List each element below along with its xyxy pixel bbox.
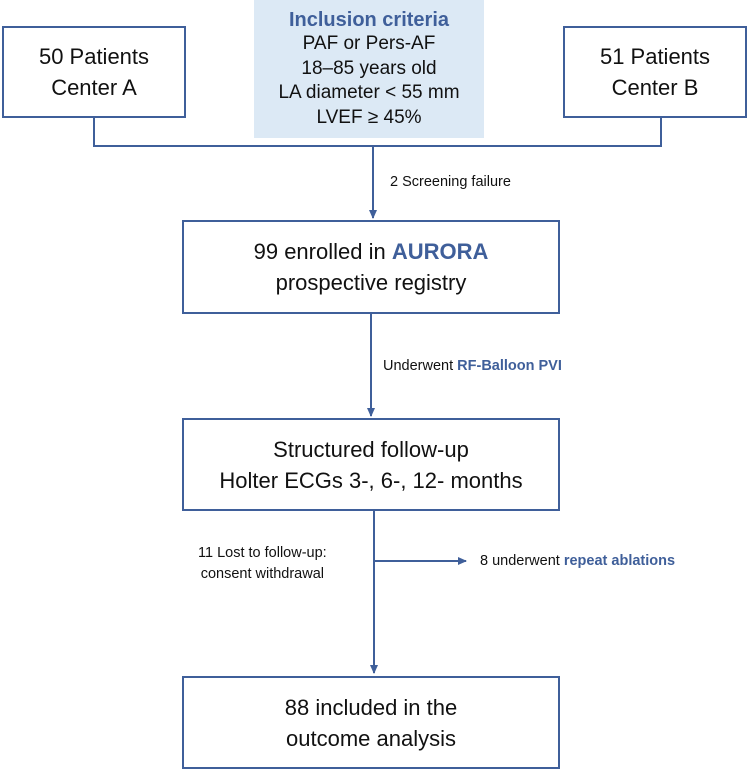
enrolled-line-1: 99 enrolled in AURORA (254, 236, 489, 267)
included-line-2: outcome analysis (286, 725, 456, 751)
repeat-ablation-note: 8 underwent repeat ablations (480, 551, 675, 572)
inclusion-criteria-box: Inclusion criteria PAF or Pers-AF 18–85 … (254, 0, 484, 138)
procedure-note: Underwent RF-Balloon PVI (383, 356, 562, 377)
included-line-1: 88 included in the (284, 694, 458, 720)
lost-to-followup-note: 11 Lost to follow-up: consent withdrawal (198, 543, 327, 585)
center-a-box: 50 Patients Center A (2, 26, 186, 118)
inclusion-criteria-item: LA diameter < 55 mm (278, 82, 460, 104)
included-box: 88 included in the outcome analysis (182, 676, 560, 769)
repeat-ablation-highlight: repeat ablations (563, 553, 676, 569)
followup-line-1: Structured follow-up (273, 436, 469, 462)
followup-box: Structured follow-up Holter ECGs 3-, 6-,… (182, 418, 560, 511)
center-b-name: Center B (611, 75, 699, 100)
procedure-note-prefix: Underwent (383, 358, 458, 374)
inclusion-criteria-item: LVEF ≥ 45% (316, 106, 422, 128)
center-b-count: 51 Patients (599, 44, 711, 69)
lost-to-followup-line-1: 11 Lost to follow-up: (198, 545, 327, 561)
enrolled-count-text: 99 enrolled in (253, 239, 392, 264)
procedure-name: RF-Balloon PVI (457, 358, 562, 374)
followup-line-2: Holter ECGs 3-, 6-, 12- months (219, 467, 523, 493)
repeat-ablation-prefix: 8 underwent (480, 553, 564, 569)
lost-to-followup-line-2: consent withdrawal (200, 566, 325, 582)
inclusion-criteria-item: 18–85 years old (301, 57, 437, 79)
enrolled-line-2: prospective registry (275, 270, 467, 295)
merge-line (93, 118, 662, 147)
center-a-count: 50 Patients (38, 44, 150, 69)
center-a-name: Center A (51, 75, 137, 100)
enrolled-box: 99 enrolled in AURORA prospective regist… (182, 220, 560, 314)
registry-name: AURORA (391, 239, 489, 264)
inclusion-criteria-heading: Inclusion criteria (288, 8, 450, 31)
center-b-box: 51 Patients Center B (563, 26, 747, 118)
screening-failure-note: 2 Screening failure (390, 174, 511, 190)
inclusion-criteria-item: PAF or Pers-AF (302, 33, 436, 55)
connector-lines (93, 118, 662, 674)
